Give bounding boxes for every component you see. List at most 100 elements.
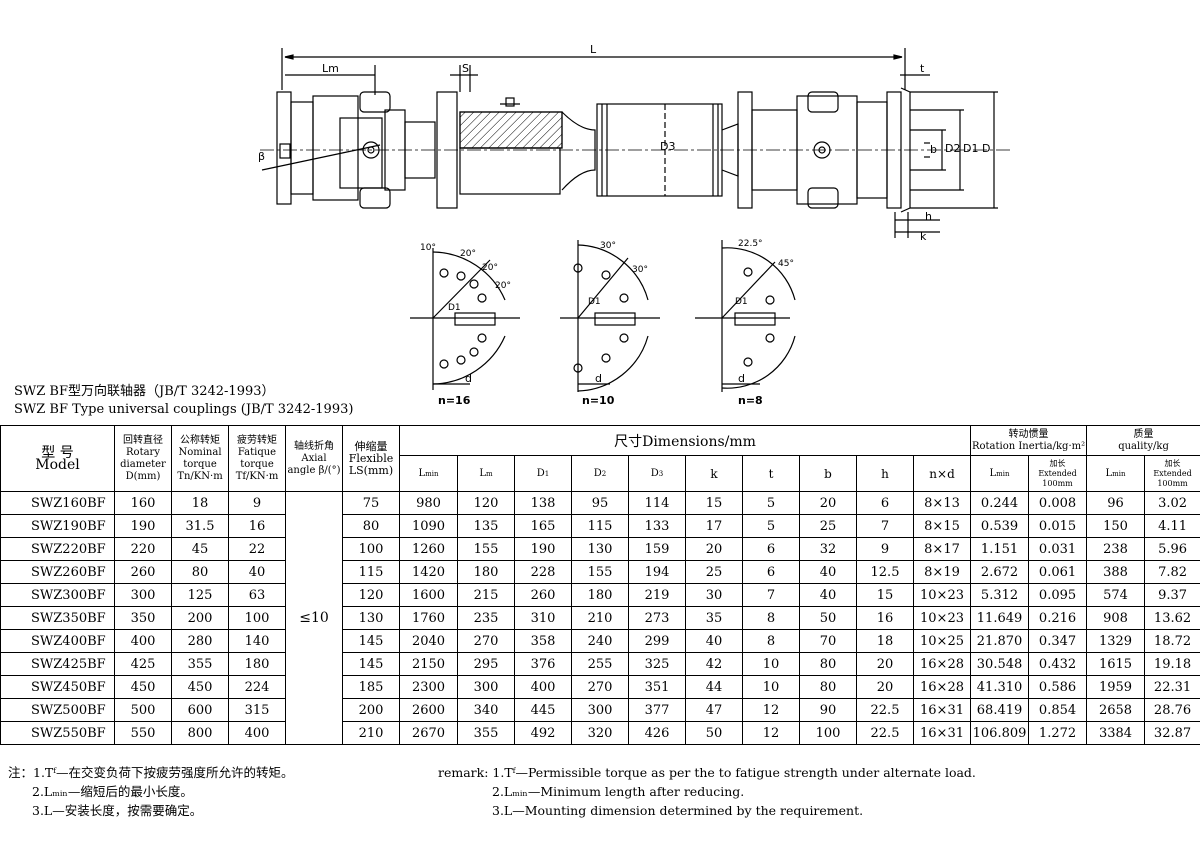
table-cell: 0.216 [1028, 606, 1088, 630]
table-cell: 70 [799, 629, 857, 653]
table-cell: 300 [571, 698, 629, 722]
note-line: 2.Lₘᵢₙ—缩短后的最小长度。 [32, 784, 193, 799]
table-cell: 80 [342, 514, 400, 538]
table-cell: 273 [628, 606, 686, 630]
table-cell: 1600 [399, 583, 458, 607]
table-cell: 2.672 [970, 560, 1030, 584]
table-cell: 16×28 [912, 675, 972, 699]
table-cell: 3384 [1086, 721, 1146, 745]
table-cell: 1420 [399, 560, 458, 584]
angle-label: 30° [600, 241, 616, 251]
dim-label-k: k [920, 230, 927, 243]
table-cell: 125 [171, 583, 229, 607]
table-cell: 8×15 [912, 514, 972, 538]
model-cell: SWZ260BF [0, 560, 115, 584]
angle-label: 22.5° [738, 239, 763, 249]
table-cell: 185 [342, 675, 400, 699]
table-cell: 0.539 [970, 514, 1030, 538]
caption-chinese: SWZ BF型万向联轴器（JB/T 3242-1993） [14, 384, 275, 399]
table-cell: 32.87 [1144, 721, 1200, 745]
table-cell: 130 [342, 606, 400, 630]
table-cell: 90 [799, 698, 857, 722]
hole-pattern-label: n=8 [738, 394, 763, 407]
table-cell: 190 [514, 537, 572, 561]
dim-label-d: d [465, 372, 472, 385]
table-cell: 7 [856, 514, 914, 538]
model-cell: SWZ500BF [0, 698, 115, 722]
table-cell: 310 [514, 606, 572, 630]
dim-label-S: S [462, 62, 469, 75]
table-cell: 1329 [1086, 629, 1146, 653]
table-cell: 908 [1086, 606, 1146, 630]
table-cell: 40 [799, 583, 857, 607]
table-cell: 270 [571, 675, 629, 699]
table-cell: 50 [685, 721, 743, 745]
table-cell: 351 [628, 675, 686, 699]
dim-label-Lm: Lm [322, 62, 339, 75]
notes-english: remark: 1.Tᶠ—Permissible torque as per t… [438, 763, 976, 820]
table-cell: 16×31 [912, 698, 972, 722]
table-cell: 270 [457, 629, 515, 653]
dim-label-L: L [590, 43, 597, 56]
model-cell: SWZ350BF [0, 606, 115, 630]
table-cell: 1760 [399, 606, 458, 630]
table-cell: 10 [742, 652, 800, 676]
note-line: 3.L—安装长度，按需要确定。 [32, 803, 203, 818]
table-cell: 2670 [399, 721, 458, 745]
header-dim-col: Lm [457, 455, 515, 492]
table-cell: 18 [856, 629, 914, 653]
table-cell: 140 [228, 629, 286, 653]
note-line: remark: 1.Tᶠ—Permissible torque as per t… [438, 765, 976, 780]
table-cell: 8 [742, 629, 800, 653]
table-cell: 5.312 [970, 583, 1030, 607]
table-cell: 6 [742, 537, 800, 561]
model-cell: SWZ425BF [0, 652, 115, 676]
table-cell: 40 [228, 560, 286, 584]
table-cell: 2300 [399, 675, 458, 699]
table-cell: 150 [1086, 514, 1146, 538]
header-dim-col: n×d [912, 455, 972, 492]
table-cell: 299 [628, 629, 686, 653]
header-dimensions: 尺寸Dimensions/mm [398, 425, 972, 456]
table-cell: 12.5 [856, 560, 914, 584]
header-dim-col: D1 [514, 455, 572, 492]
table-cell: 180 [571, 583, 629, 607]
table-cell: 10 [742, 675, 800, 699]
table-cell: 1.272 [1028, 721, 1088, 745]
table-cell: 550 [114, 721, 172, 745]
table-cell: 300 [457, 675, 515, 699]
coupling-drawing: L Lm S t β D3 D D1 D2 b h k d d d 10° 20… [258, 43, 1010, 407]
table-cell: 355 [171, 652, 229, 676]
table-cell: 100 [799, 721, 857, 745]
table-cell: 30 [685, 583, 743, 607]
table-cell: 2658 [1086, 698, 1146, 722]
table-cell: 11.649 [970, 606, 1030, 630]
table-cell: 2150 [399, 652, 458, 676]
table-cell: 30.548 [970, 652, 1030, 676]
table-cell: 13.62 [1144, 606, 1200, 630]
table-cell: 340 [457, 698, 515, 722]
dim-label-D2: D2 [945, 142, 960, 155]
table-cell: 358 [514, 629, 572, 653]
angle-label: 20° [482, 263, 498, 273]
table-cell: 8×13 [912, 491, 972, 515]
table-cell: 238 [1086, 537, 1146, 561]
table-cell: 280 [171, 629, 229, 653]
model-cell: SWZ220BF [0, 537, 115, 561]
table-cell: 377 [628, 698, 686, 722]
table-cell: 400 [228, 721, 286, 745]
table-cell: 120 [342, 583, 400, 607]
caption-english: SWZ BF Type universal couplings (JB/T 32… [14, 402, 354, 417]
table-cell: 600 [171, 698, 229, 722]
table-cell: 47 [685, 698, 743, 722]
table-cell: 800 [171, 721, 229, 745]
